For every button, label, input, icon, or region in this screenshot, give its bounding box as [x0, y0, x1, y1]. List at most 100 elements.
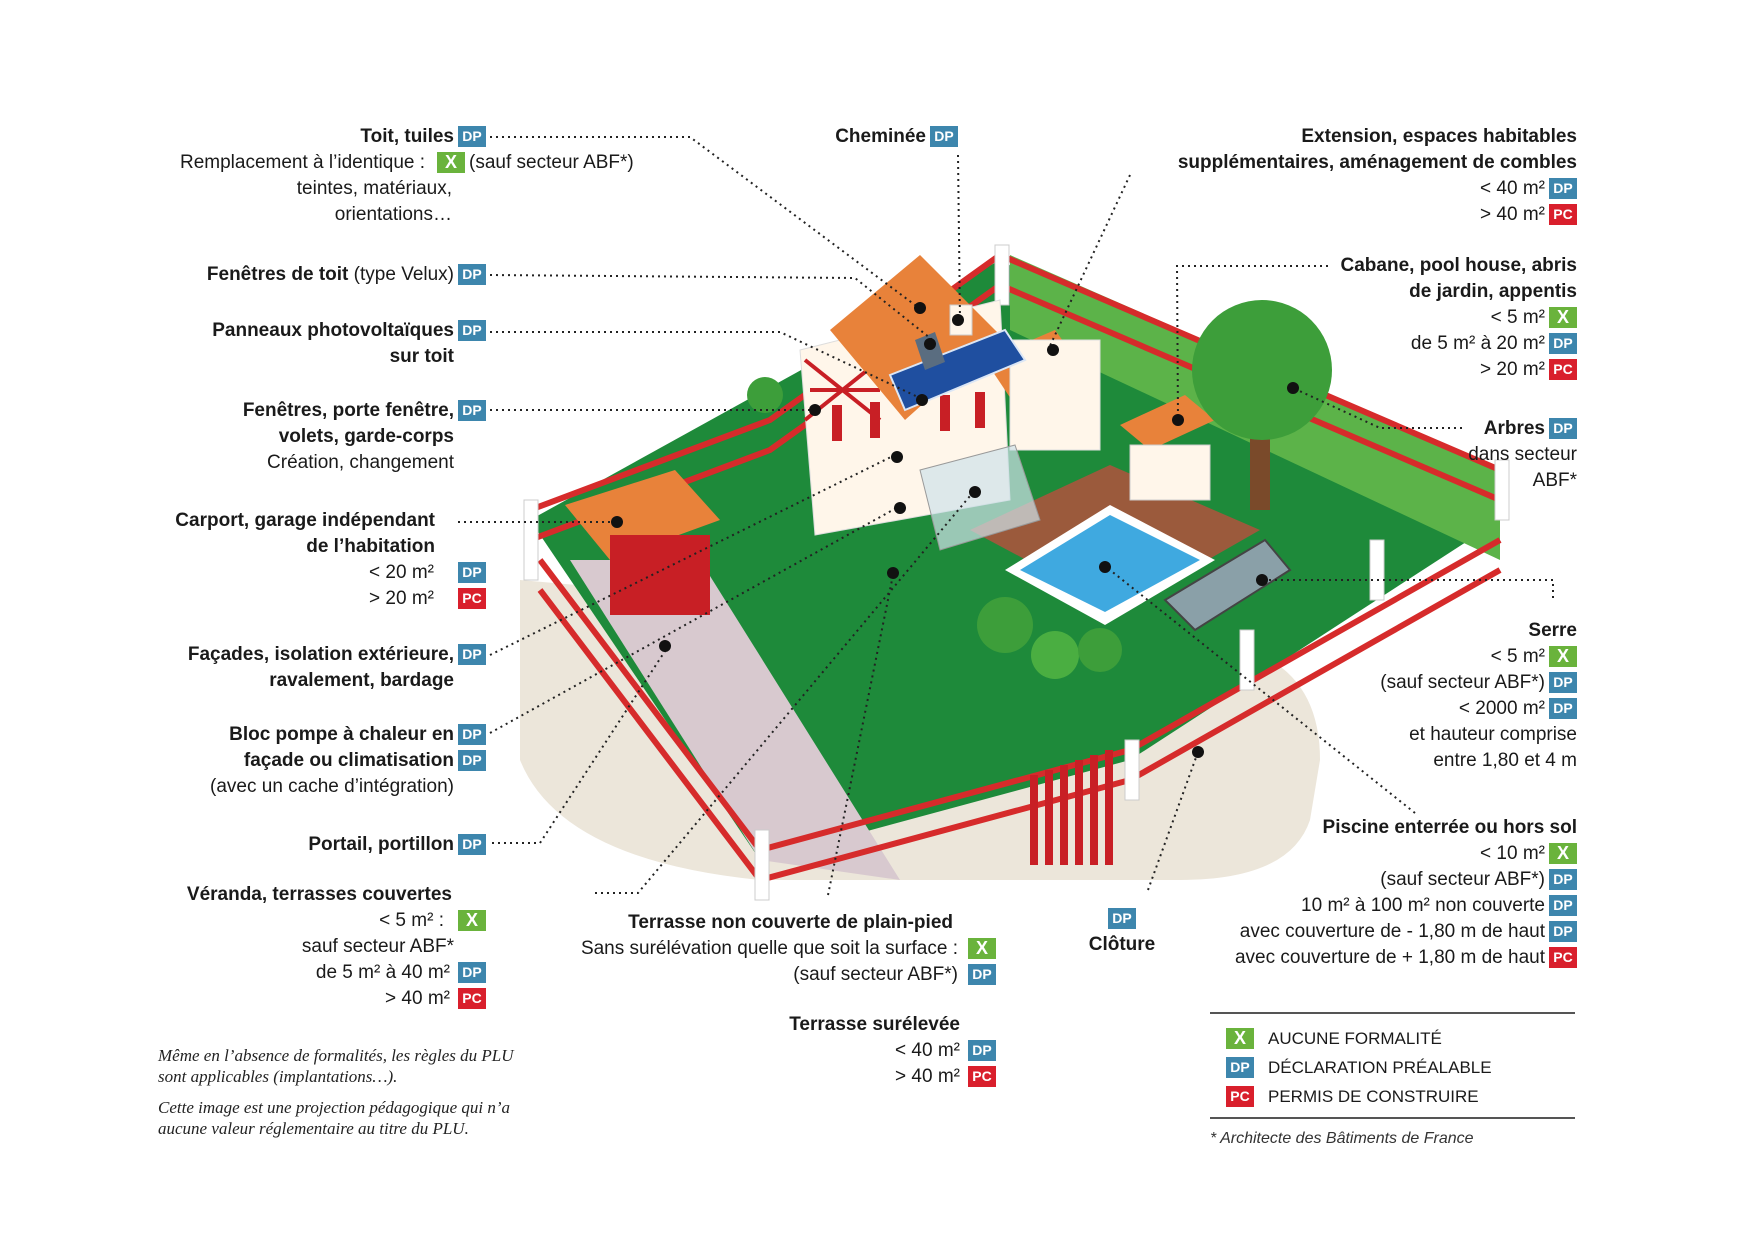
toit-l4: orientations…	[334, 204, 452, 225]
fenetres-toit-note: (type Velux)	[353, 264, 454, 285]
x-badge: X	[968, 938, 996, 960]
legend-label: AUCUNE FORMALITÉ	[1268, 1028, 1442, 1048]
extension-l1: Extension, espaces habitables	[1301, 126, 1577, 147]
dp-badge: DP	[968, 1040, 996, 1062]
label-toit-detail: Remplacement à l’identique : X(sauf secte…	[180, 150, 634, 176]
legend-bottom-rule	[1210, 1117, 1575, 1119]
label-extension: Extension, espaces habitables supplément…	[1178, 124, 1577, 228]
dp-badge: DP	[1549, 178, 1577, 200]
fenetres-l1: Fenêtres, porte fenêtre,	[242, 400, 454, 421]
tree-crown	[1192, 300, 1332, 440]
x-badge: X	[1549, 307, 1577, 329]
leader-lines	[458, 136, 1554, 896]
fence-posts	[523, 244, 1510, 901]
dp-badge: DP	[1549, 895, 1577, 917]
veranda-l2: < 5 m² :	[379, 910, 444, 931]
dp-badge: DP	[458, 126, 486, 148]
serre-l2: < 5 m²	[1490, 646, 1545, 667]
dp-badge: DP	[458, 750, 486, 772]
veranda-l4: de 5 m² à 40 m²	[315, 962, 450, 983]
main-roof	[830, 255, 1000, 420]
cabane-l1: Cabane, pool house, abris	[1340, 255, 1578, 276]
shed-roof	[1120, 395, 1215, 450]
serre-title: Serre	[1528, 620, 1577, 641]
carport-l1: Carport, garage indépendant	[175, 510, 435, 531]
cheminee-title: Cheminée	[835, 126, 926, 147]
dp-badge: DP	[458, 644, 486, 666]
legend-item-x: X AUCUNE FORMALITÉ	[1210, 1024, 1575, 1053]
serre-l5: et hauteur comprise	[1409, 724, 1577, 745]
panneaux-l2: sur toit	[389, 346, 454, 367]
gate	[1030, 750, 1113, 865]
carport-wall	[610, 535, 710, 615]
dp-badge: DP	[1108, 908, 1136, 930]
dp-badge: DP	[458, 834, 486, 856]
dp-badge: DP	[458, 962, 486, 984]
terrasse-sur-l3: > 40 m²	[895, 1066, 960, 1087]
facades-l1: Façades, isolation extérieure,	[187, 644, 454, 665]
label-veranda-values: < 5 m² :X sauf secteur ABF* de 5 m² à 40…	[302, 908, 490, 1012]
label-terrasse-surelevee: Terrasse surélevée	[789, 1012, 960, 1038]
note-2b: aucune valeur réglementaire au titre du …	[158, 1119, 469, 1138]
legend-top-rule	[1210, 1012, 1575, 1014]
dp-badge: DP	[930, 126, 958, 148]
tree-trunk	[1250, 420, 1270, 510]
legend: X AUCUNE FORMALITÉ DP DÉCLARATION PRÉALA…	[1210, 1012, 1575, 1119]
toit-l2: Remplacement à l’identique :	[180, 152, 426, 173]
extension-l4: > 40 m²	[1480, 204, 1545, 225]
piscine-l5: avec couverture de - 1,80 m de haut	[1239, 921, 1545, 942]
toit-l3: teintes, matériaux,	[296, 178, 452, 199]
carport-l2: de l’habitation	[306, 536, 435, 557]
roof-window	[915, 332, 945, 370]
legend-label: PERMIS DE CONSTRUIRE	[1268, 1086, 1479, 1106]
arbres-l2: dans secteur	[1468, 444, 1577, 465]
terrasse-pp-l2: Sans surélévation quelle que soit la sur…	[580, 938, 958, 959]
leader-dots	[611, 302, 1299, 758]
carport-l3: < 20 m²	[369, 562, 434, 583]
x-badge: X	[437, 152, 466, 174]
veranda-l5: > 40 m²	[385, 988, 450, 1009]
serre-l6: entre 1,80 et 4 m	[1433, 750, 1577, 771]
note-2a: Cette image est une projection pédagogiq…	[158, 1098, 511, 1117]
label-toit-detail2: teintes, matériaux, orientations…	[297, 176, 452, 228]
label-facades: Façades, isolation extérieure,DP ravalem…	[188, 642, 490, 694]
dp-badge: DP	[458, 724, 486, 746]
x-badge: X	[1226, 1028, 1254, 1049]
cabane-l2: de jardin, appentis	[1409, 281, 1577, 302]
extension-l3: < 40 m²	[1480, 178, 1545, 199]
carport-roof	[565, 470, 720, 560]
carport-l4: > 20 m²	[369, 588, 434, 609]
legend-label: DÉCLARATION PRÉALABLE	[1268, 1057, 1492, 1077]
panneaux-l1: Panneaux photovoltaïques	[212, 320, 454, 341]
piscine-l4: 10 m² à 100 m² non couverte	[1301, 895, 1545, 916]
pc-badge: PC	[458, 988, 486, 1010]
label-cabane: Cabane, pool house, abris de jardin, app…	[1340, 253, 1578, 383]
pc-badge: PC	[968, 1066, 996, 1088]
dp-badge: DP	[458, 264, 486, 286]
toit-l2b: (sauf secteur ABF*)	[469, 152, 634, 173]
pool-water	[1020, 515, 1200, 612]
pc-badge: PC	[1549, 947, 1577, 969]
note-plu: Même en l’absence de formalités, les règ…	[158, 1045, 514, 1087]
label-fenetres: Fenêtres, porte fenêtre,DP volets, garde…	[243, 398, 490, 476]
cabane-l5: > 20 m²	[1480, 359, 1545, 380]
arbres-l3: ABF*	[1532, 470, 1577, 491]
piscine-l3: (sauf secteur ABF*)	[1380, 869, 1545, 890]
fenetres-l2: volets, garde-corps	[278, 426, 454, 447]
veranda	[919, 444, 1041, 551]
piscine-l2: < 10 m²	[1480, 843, 1545, 864]
greenhouse	[1163, 538, 1292, 632]
driveway	[570, 560, 900, 880]
label-cloture: DP Clôture	[1076, 906, 1168, 958]
label-terrasse-pp-values: Sans surélévation quelle que soit la sur…	[581, 936, 1000, 988]
dp-badge: DP	[1549, 333, 1577, 355]
